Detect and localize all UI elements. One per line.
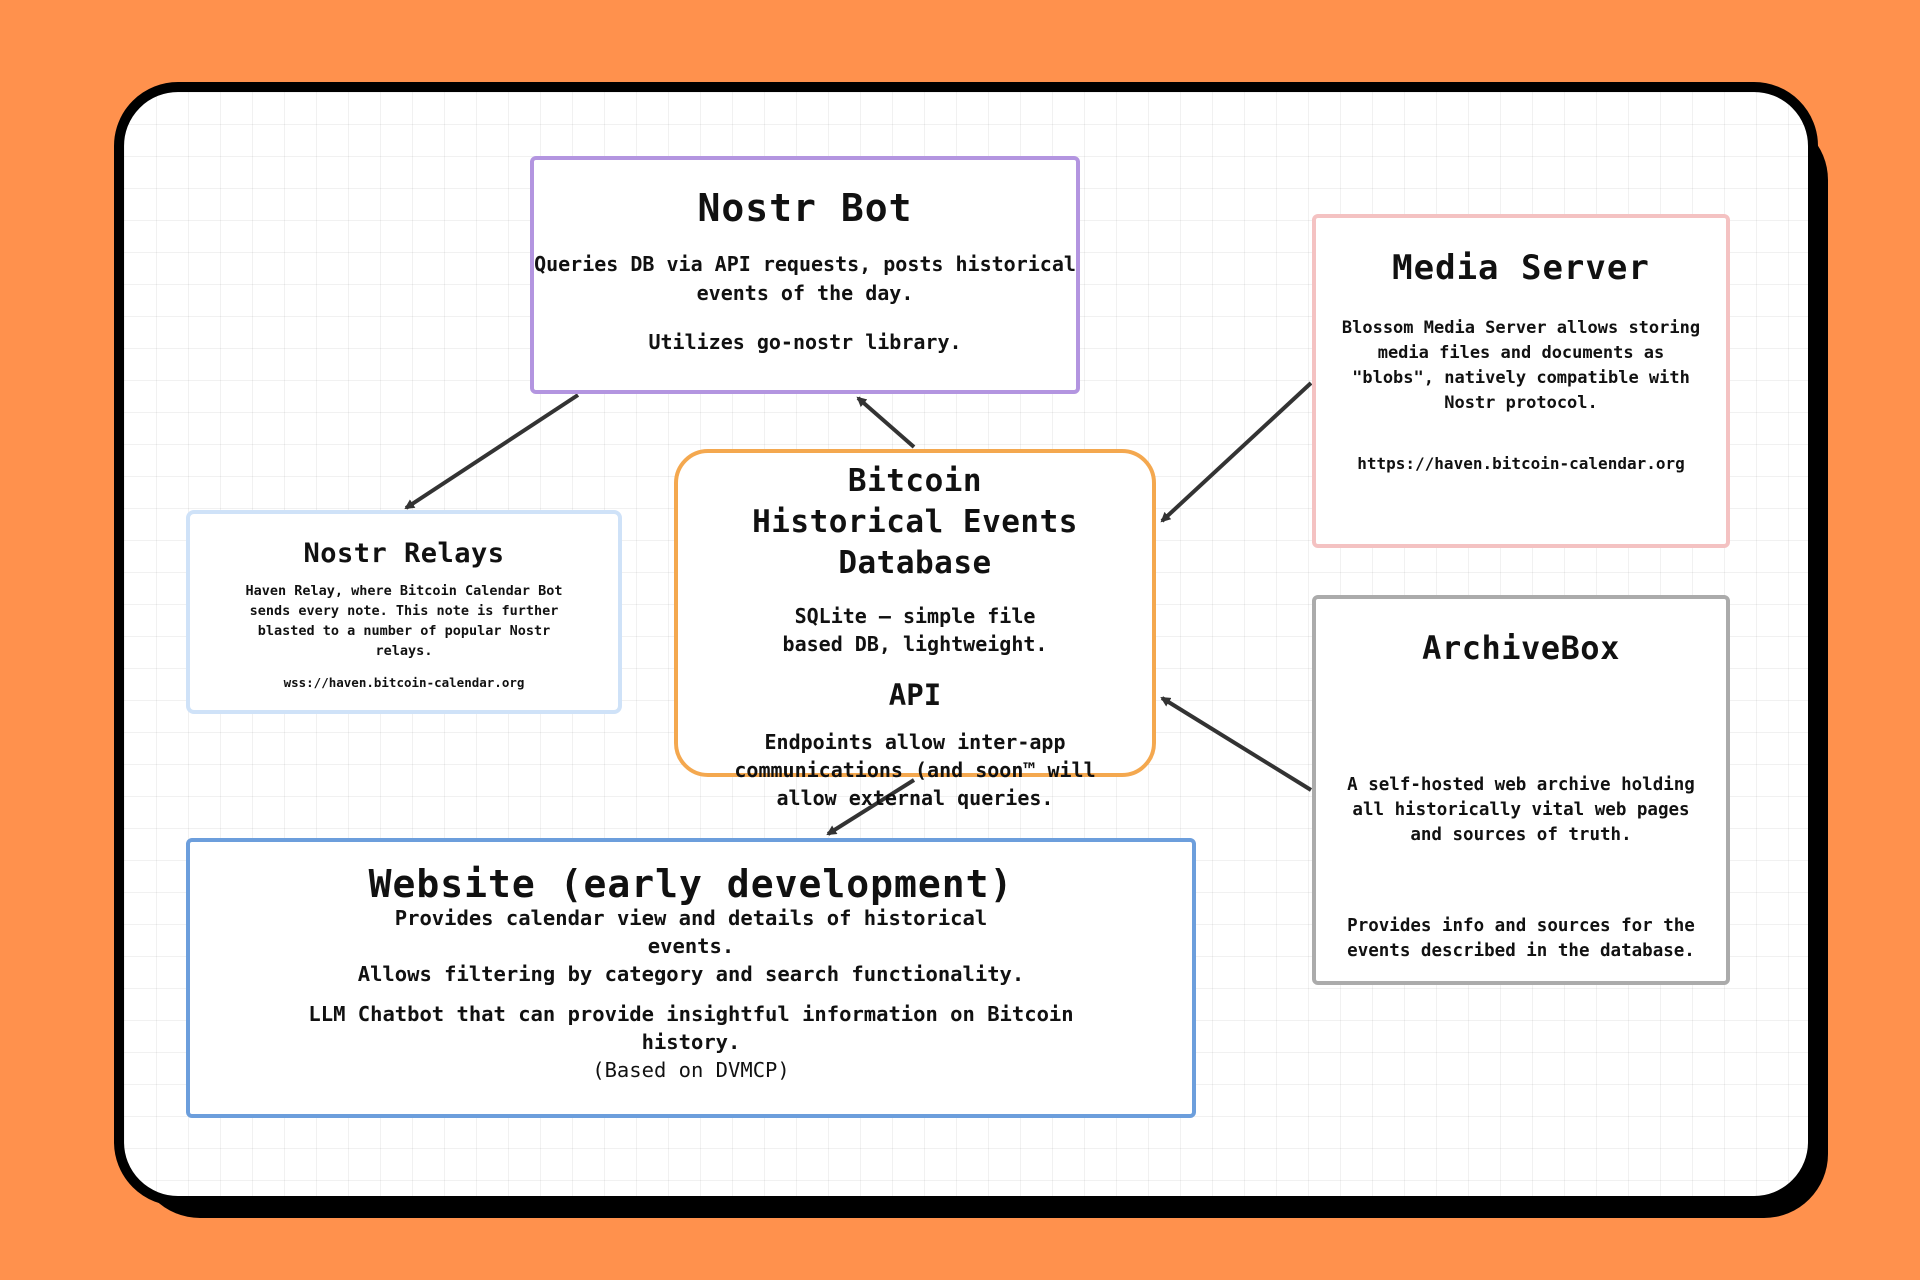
node-nostr-bot-description: Queries DB via API requests, posts histo… — [534, 252, 1076, 305]
node-archivebox: ArchiveBox A self-hosted web archive hol… — [1312, 595, 1730, 985]
node-nostr-relays-description: Haven Relay, where Bitcoin Calendar Bot … — [245, 583, 563, 659]
edge-database-to-nostr-bot — [856, 396, 916, 449]
node-nostr-relays: Nostr Relays Haven Relay, where Bitcoin … — [186, 510, 622, 714]
node-archivebox-title: ArchiveBox — [1422, 629, 1620, 667]
node-website-description: Provides calendar view and details of hi… — [394, 906, 988, 958]
node-database-title: Bitcoin Historical Events Database — [752, 463, 1078, 581]
node-website-description-3: LLM Chatbot that can provide insightful … — [308, 1002, 1074, 1054]
edge-nostr-bot-to-nostr-relays — [404, 393, 580, 510]
edge-media-server-to-database — [1160, 381, 1313, 523]
node-website-title: Website (early development) — [368, 862, 1014, 906]
node-website-description-2: Allows filtering by category and search … — [357, 962, 1025, 986]
node-database-api-title: API — [888, 678, 942, 712]
node-archivebox-description: A self-hosted web archive holding all hi… — [1347, 775, 1695, 845]
node-website-note: (Based on DVMCP) — [592, 1058, 790, 1082]
node-database-description: SQLite – simple file based DB, lightweig… — [782, 604, 1048, 656]
node-media-server-description: Blossom Media Server allows storing medi… — [1341, 318, 1701, 413]
node-database: Bitcoin Historical Events Database SQLit… — [674, 449, 1156, 810]
edge-archivebox-to-database — [1160, 696, 1313, 792]
node-archivebox-note: Provides info and sources for the events… — [1347, 916, 1695, 961]
node-nostr-relays-title: Nostr Relays — [303, 538, 505, 569]
node-nostr-bot: Nostr Bot Queries DB via API requests, p… — [530, 156, 1080, 394]
node-nostr-relays-link: wss://haven.bitcoin-calendar.org — [283, 675, 525, 690]
node-nostr-bot-title: Nostr Bot — [697, 186, 913, 230]
node-media-server-title: Media Server — [1392, 248, 1650, 288]
node-database-api-description: Endpoints allow inter-app communications… — [734, 730, 1096, 810]
node-website: Website (early development) Provides cal… — [186, 838, 1196, 1118]
node-media-server: Media Server Blossom Media Server allows… — [1312, 214, 1730, 548]
node-nostr-bot-note: Utilizes go-nostr library. — [648, 330, 962, 354]
node-media-server-link: https://haven.bitcoin-calendar.org — [1357, 454, 1685, 473]
